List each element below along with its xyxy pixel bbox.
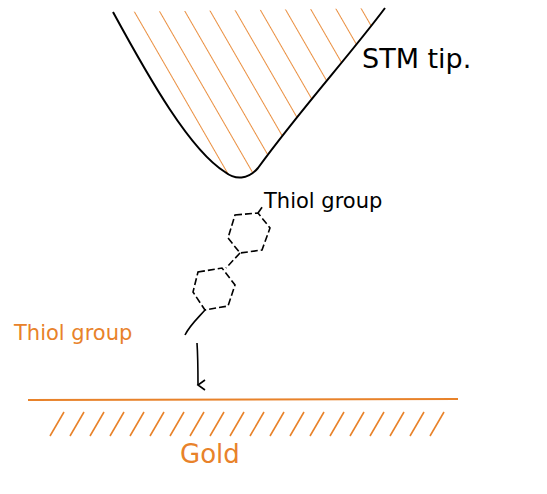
stm-tip-outline <box>113 8 385 178</box>
gold-surface <box>28 399 458 400</box>
hatch-stroke <box>310 412 324 436</box>
thiol-bond <box>185 310 205 335</box>
hatch-stroke <box>370 412 384 436</box>
thiol-label: Thiol group <box>14 322 132 345</box>
leader-arrow <box>197 343 198 385</box>
hatch-stroke <box>50 412 64 436</box>
hatch-stroke <box>410 412 424 436</box>
biphenyl-molecule <box>193 206 270 310</box>
hatch-stroke <box>250 412 264 436</box>
hatch-stroke <box>110 412 124 436</box>
hatch-stroke <box>330 412 344 436</box>
thiol-label: Thiol group <box>264 190 382 213</box>
hatch-stroke <box>170 412 184 436</box>
hatch-stroke <box>230 412 244 436</box>
hatch-stroke <box>70 412 84 436</box>
hatch-stroke <box>150 412 164 436</box>
gold-hatching <box>50 412 444 436</box>
tip-label: STM tip. <box>362 44 471 74</box>
hatch-stroke <box>290 412 304 436</box>
hatch-stroke <box>270 412 284 436</box>
gold-label: Gold <box>180 440 240 469</box>
hatch-stroke <box>350 412 364 436</box>
hatch-stroke <box>130 412 144 436</box>
hatch-stroke <box>390 412 404 436</box>
tip-hatching <box>100 0 400 190</box>
hatch-stroke <box>210 412 224 436</box>
hatch-stroke <box>190 412 204 436</box>
hatch-stroke <box>90 412 104 436</box>
hatch-stroke <box>430 412 444 436</box>
